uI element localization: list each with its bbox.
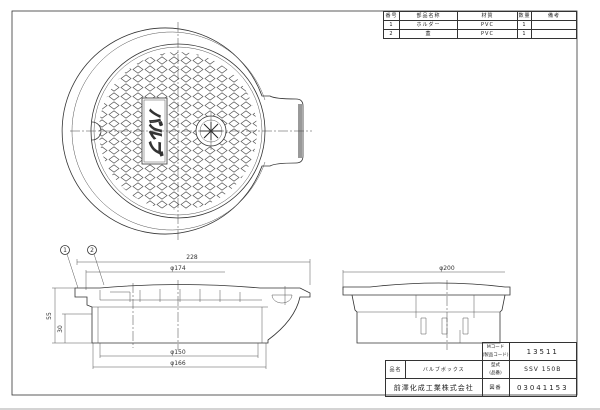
dim-body-height: 30 (57, 325, 64, 333)
side-view: φ200 (342, 265, 511, 350)
cell-material: PVC (457, 20, 518, 30)
header-material: 材質 (457, 11, 518, 21)
product-name: バルブボックス (405, 360, 483, 379)
cell-name: ホルダー (399, 20, 458, 30)
cell-qty: 1 (517, 29, 532, 39)
section-view: 228 φ174 55 30 φ150 φ166 1 2 (46, 245, 311, 369)
callout-1-balloon (60, 245, 70, 255)
drawing-no: 03041153 (508, 378, 578, 397)
callout-2-balloon (87, 245, 97, 255)
cell-no: 1 (383, 20, 400, 30)
cell-note (531, 20, 577, 30)
table-row: 1 ホルダー PVC 1 (383, 20, 577, 30)
dim-height: 55 (46, 312, 53, 320)
cell-note (531, 29, 577, 39)
parts-table-header: 番号 部品名称 材質 数量 備考 (383, 11, 577, 21)
m-code: 13511 (508, 342, 578, 361)
m-code-label: Mコード (製品コード) (481, 342, 510, 361)
drawing-frame (11, 10, 578, 396)
table-row: 2 蓋 PVC 1 (383, 29, 577, 39)
header-no: 番号 (383, 11, 400, 21)
lift-notch (91, 121, 102, 141)
drawing-no-label: 図番 (481, 378, 510, 397)
top-view: バルブ (61, 22, 312, 240)
product-name-label: 品名 (385, 360, 406, 379)
title-block: Mコード (製品コード) 13511 品名 バルブボックス 型式 (品番) SS… (385, 342, 578, 397)
model: SSV 150B (508, 360, 578, 379)
dim-outer-dia: φ166 (170, 360, 186, 367)
header-name: 部品名称 (399, 11, 458, 21)
blank-cell (386, 343, 406, 361)
dim-side-dia: φ200 (439, 265, 455, 272)
dim-lid-dia: φ174 (170, 265, 186, 272)
callout-1: 1 (63, 247, 67, 254)
model-label: 型式 (品番) (481, 360, 510, 379)
cell-no: 2 (383, 29, 400, 39)
cell-qty: 1 (517, 20, 532, 30)
dim-inner-dia: φ150 (170, 349, 186, 356)
parts-table: 番号 部品名称 材質 数量 備考 1 ホルダー PVC 1 2 蓋 PVC 1 (383, 11, 577, 39)
company-name: 前澤化成工業株式会社 (385, 378, 483, 397)
callout-2: 2 (90, 247, 94, 254)
cell-material: PVC (457, 29, 518, 39)
header-qty: 数量 (517, 11, 532, 21)
lid-marking: バルブ (146, 108, 164, 156)
header-note: 備考 (531, 11, 577, 21)
cell-name: 蓋 (399, 29, 458, 39)
blank-cell (405, 342, 482, 361)
dim-overall-width: 228 (186, 254, 198, 261)
